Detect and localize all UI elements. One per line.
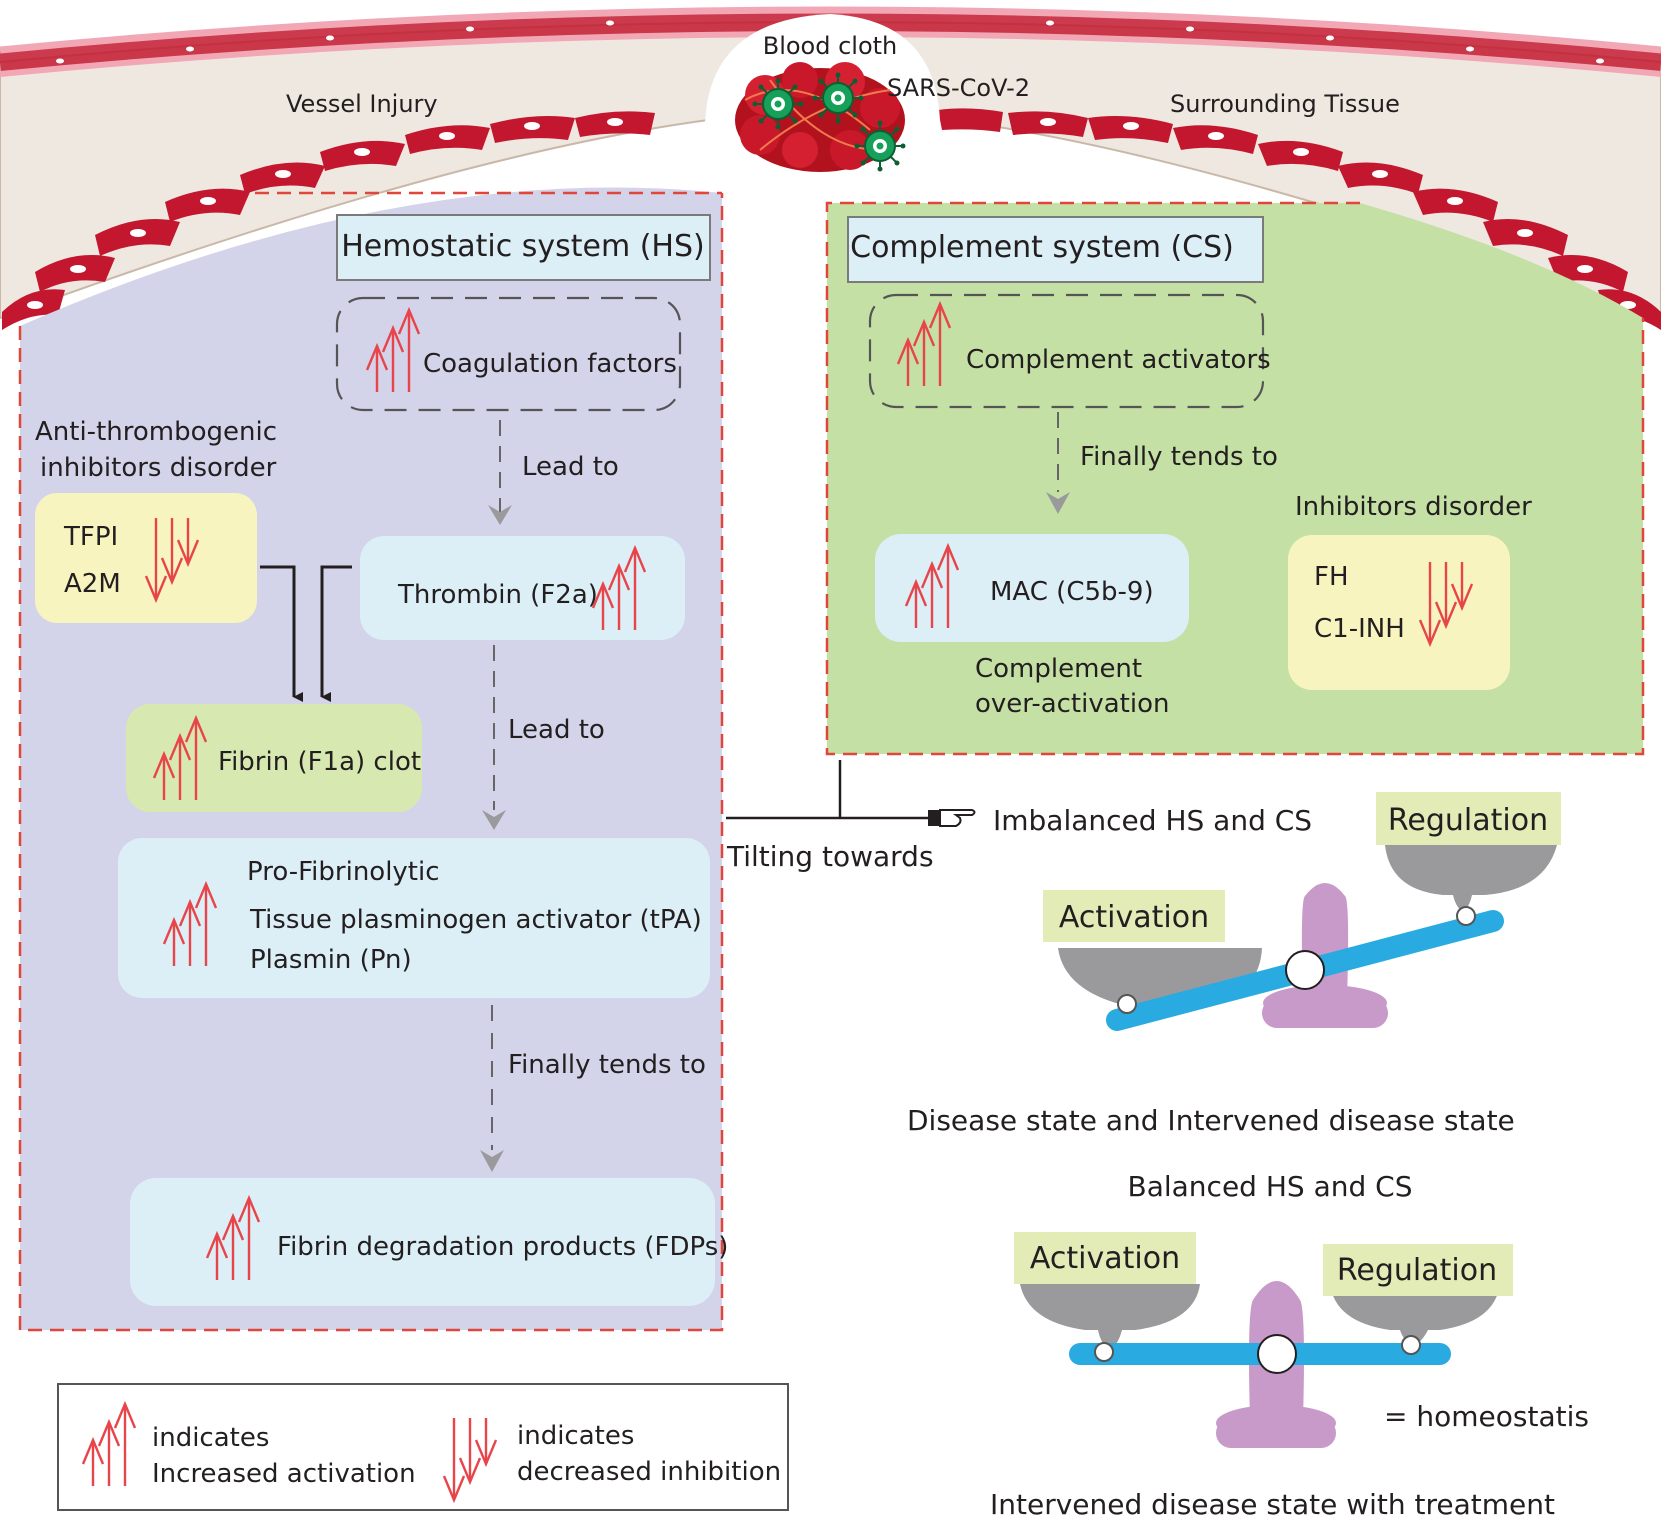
finally-label-cs: Finally tends to [1080, 442, 1278, 472]
coagulation-label: Coagulation factors [423, 349, 677, 379]
legend-down-line-2: decreased inhibition [517, 1457, 781, 1487]
surrounding-tissue-label: Surrounding Tissue [1170, 90, 1400, 118]
fh-label: FH [1314, 562, 1349, 592]
tilting-towards-label: Tilting towards [726, 840, 934, 873]
pro-fibrinolytic-title: Pro-Fibrinolytic [247, 857, 440, 887]
finally-label-hs: Finally tends to [508, 1050, 706, 1080]
lead-to-arrowhead-2 [482, 810, 506, 830]
legend-box [57, 1383, 789, 1511]
complement-panel [825, 201, 1645, 756]
fibrin-clot-box [126, 704, 422, 812]
legend-up-line-2: Increased activation [152, 1459, 416, 1489]
finally-arrowhead-hs [480, 1150, 504, 1172]
complement-title: Complement system (CS) [850, 230, 1234, 265]
legend-up-line-1: indicates [152, 1423, 269, 1453]
cs-inhibitors-box [1288, 535, 1510, 690]
fibrin-clot-label: Fibrin (F1a) clot [218, 747, 421, 777]
imbalanced-label: Imbalanced HS and CS [993, 804, 1312, 837]
balanced-scale [1020, 1281, 1500, 1448]
thrombin-label: Thrombin (F2a) [397, 580, 598, 610]
hemostatic-title: Hemostatic system (HS) [341, 229, 705, 264]
tfpi-label: TFPI [63, 522, 118, 552]
vessel-injury-label: Vessel Injury [286, 90, 438, 118]
lead-to-label-1: Lead to [522, 452, 619, 482]
fdp-label: Fibrin degradation products (FDPs) [277, 1232, 728, 1262]
lead-to-label-2: Lead to [508, 715, 605, 745]
activation-label-1: Activation [1059, 900, 1209, 935]
coagulation-box [335, 296, 682, 412]
complement-activators-label: Complement activators [966, 345, 1271, 375]
homeostatis-label: = homeostatis [1384, 1400, 1589, 1433]
regulation-label-box-1 [1376, 792, 1561, 845]
activation-label-2: Activation [1030, 1241, 1180, 1276]
cs-inhibitors-heading: Inhibitors disorder [1295, 492, 1532, 522]
pointing-hand-icon [928, 809, 976, 827]
regulation-label-1: Regulation [1388, 803, 1548, 838]
inhibitor-to-fibrin-arrow [260, 565, 303, 702]
legend-down-line-1: indicates [517, 1421, 634, 1451]
plasmin-label: Plasmin (Pn) [250, 945, 412, 975]
over-activation-label-1: Complement [975, 654, 1142, 684]
blood-clot-label: Blood cloth [763, 32, 898, 60]
thrombin-to-fibrin-arrow [320, 565, 352, 702]
virus-label: SARS-CoV-2 [887, 74, 1030, 102]
complement-activators-box [868, 293, 1265, 409]
anti-thrombogenic-heading-1: Anti-thrombogenic [35, 417, 277, 447]
pro-fibrinolytic-box [118, 838, 710, 998]
treatment-label: Intervened disease state with treatment [990, 1488, 1555, 1520]
anti-thrombogenic-box [35, 493, 257, 623]
mac-label: MAC (C5b-9) [990, 577, 1154, 607]
over-activation-label-2: over-activation [975, 689, 1169, 719]
activation-label-box-1 [1043, 890, 1225, 942]
hemostatic-title-box [336, 214, 711, 281]
tpa-label: Tissue plasminogen activator (tPA) [249, 905, 702, 935]
balanced-label: Balanced HS and CS [1128, 1170, 1413, 1203]
regulation-label-2: Regulation [1337, 1253, 1497, 1288]
c1-inh-label: C1-INH [1314, 614, 1405, 644]
blood-clot [735, 62, 907, 173]
lead-to-arrowhead-1 [488, 505, 512, 525]
imbalanced-scale [1058, 845, 1557, 1031]
a2m-label: A2M [64, 569, 121, 599]
disease-state-label: Disease state and Intervened disease sta… [907, 1104, 1515, 1137]
fdp-box [130, 1178, 715, 1306]
finally-arrowhead-cs [1046, 492, 1070, 514]
activation-label-box-2 [1014, 1232, 1196, 1284]
anti-thrombogenic-heading-2: inhibitors disorder [40, 453, 277, 483]
complement-title-box [847, 216, 1264, 283]
regulation-label-box-2 [1323, 1244, 1513, 1296]
